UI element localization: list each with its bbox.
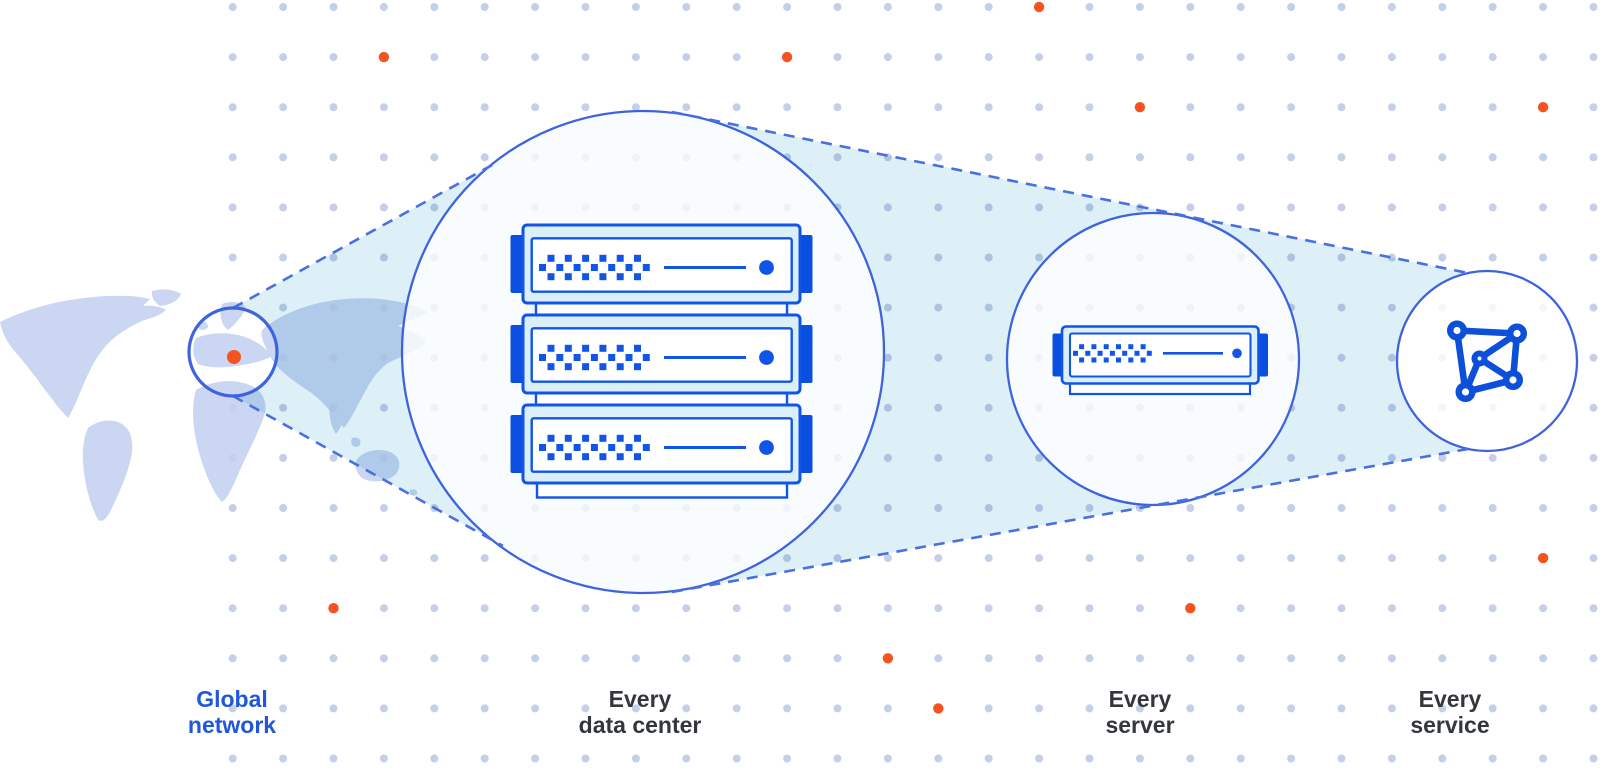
server-icon <box>1052 325 1268 396</box>
label-line: network <box>187 712 277 738</box>
network-location-circle <box>187 306 279 398</box>
label-line: service <box>1410 712 1490 738</box>
label-line: Every <box>608 686 672 712</box>
label-every-data-center: Every data center <box>579 686 702 738</box>
label-every-service: Every service <box>1410 686 1489 738</box>
label-line: Every <box>1418 686 1482 712</box>
label-line: Every <box>1108 686 1172 712</box>
server-unit <box>510 313 813 395</box>
label-line: Global <box>196 686 268 712</box>
server-rack-icon <box>510 223 813 499</box>
label-line: data center <box>578 712 702 738</box>
dashed-connector-lines <box>232 110 1469 594</box>
server-unit <box>1052 325 1268 385</box>
server-unit <box>510 403 813 485</box>
label-every-server: Every server <box>1105 686 1174 738</box>
network-graph-icon <box>1446 320 1527 403</box>
server-unit <box>510 223 813 305</box>
label-global-network: Global network <box>188 686 276 738</box>
label-line: server <box>1105 712 1175 738</box>
location-marker-icon <box>227 350 241 364</box>
